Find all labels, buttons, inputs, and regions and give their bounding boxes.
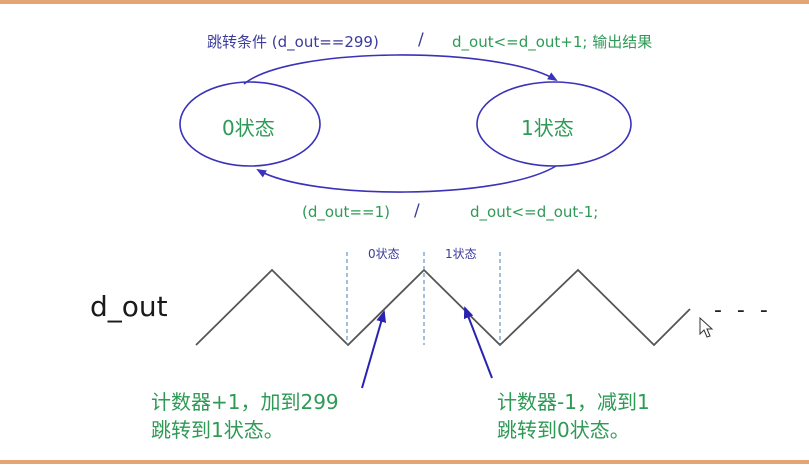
pointer-arrow-up: [361, 310, 387, 389]
pointer-arrow-down: [463, 306, 493, 379]
transition-1-0-action: d_out<=d_out-1;: [470, 203, 599, 221]
bottom-border: [0, 460, 809, 464]
transition-arrow-0-to-1: [243, 54, 558, 85]
state-1-ellipse: [476, 81, 632, 167]
phase-label-0: 0状态: [368, 247, 400, 261]
mouse-pointer-icon: [699, 316, 714, 338]
transition-0-1-condition: 跳转条件 (d_out==299): [207, 33, 379, 51]
note-count-up-line1: 计数器+1，加到299: [151, 390, 339, 414]
state-0-ellipse: [179, 81, 321, 167]
phase-label-1: 1状态: [445, 247, 477, 261]
note-count-down-line1: 计数器-1，减到1: [497, 390, 650, 414]
note-count-up-line2: 跳转到1状态。: [151, 418, 284, 442]
transition-arrow-1-to-0: [256, 165, 557, 193]
d-out-waveform: [195, 268, 691, 347]
note-count-down-line2: 跳转到0状态。: [497, 418, 630, 442]
state-1-label: 1状态: [521, 116, 574, 140]
top-border: [0, 0, 809, 4]
transition-1-0-separator: /: [414, 201, 420, 221]
transition-0-1-separator: /: [418, 30, 424, 50]
waveform-continuation: - - -: [714, 298, 772, 323]
signal-name-d-out: d_out: [90, 290, 168, 323]
state-0-label: 0状态: [222, 116, 275, 140]
transition-1-0-condition: (d_out==1): [302, 203, 390, 221]
transition-0-1-action: d_out<=d_out+1; 输出结果: [452, 33, 653, 51]
